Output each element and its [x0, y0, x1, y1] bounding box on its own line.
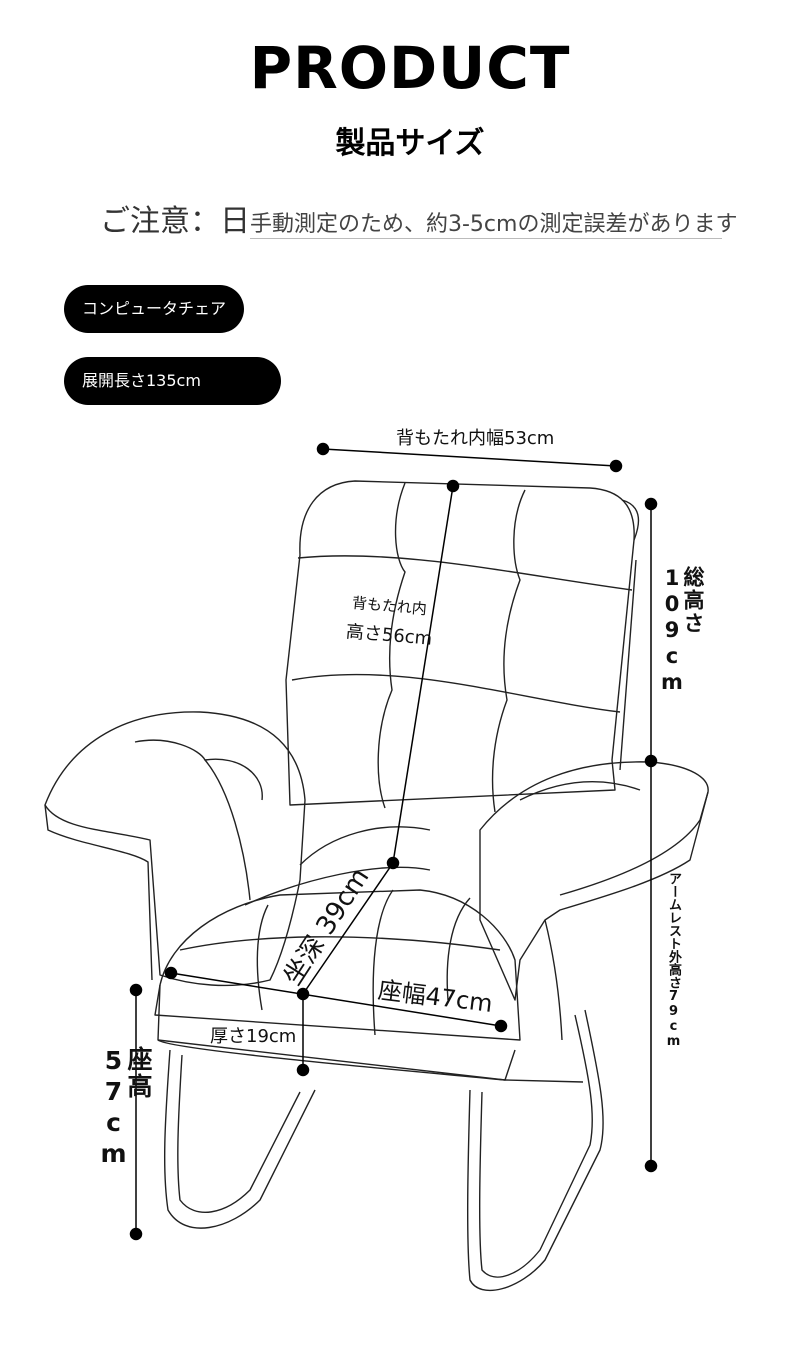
chair-left-armrest — [44, 711, 306, 987]
back-height-dimension-line — [392, 485, 454, 864]
chair-leg-right — [466, 1009, 604, 1292]
thickness-bottom-point — [296, 1063, 310, 1077]
notice-text: 手動測定のため、約3-5cmの測定誤差があります — [250, 212, 738, 237]
page-subtitle: 製品サイズ — [335, 126, 485, 161]
seat-width-right-point — [494, 1019, 508, 1033]
chair-backrest — [285, 480, 635, 806]
notice-prefix: ご注意：日 — [100, 204, 250, 239]
seat-height-top-point — [129, 983, 143, 997]
total-height-bottom-point — [644, 1159, 658, 1173]
chair-seat — [154, 889, 521, 1041]
chair-leg-left — [163, 1049, 316, 1229]
back-width-start-point — [316, 442, 330, 456]
notice-underline — [250, 238, 722, 239]
seat-width-left-point — [164, 966, 178, 980]
seat-height-bottom-point — [129, 1227, 143, 1241]
armrest-height-label: アームレスト外高さ79cm — [666, 872, 681, 1049]
back-width-end-point — [609, 459, 623, 473]
armrest-height-top-point — [644, 754, 658, 768]
page-title: PRODUCT — [249, 34, 571, 102]
unfolded-length-tag: 展開長さ135cm — [64, 357, 281, 405]
product-name-tag: コンピュータチェア — [64, 285, 244, 333]
thickness-label: 厚さ19cm — [210, 1026, 297, 1047]
back-height-top-point — [446, 479, 460, 493]
total-height-top-point — [644, 497, 658, 511]
seat-height-label: 座高57cm — [99, 1046, 153, 1170]
measurement-notice: ご注意：日手動測定のため、約3-5cmの測定誤差があります — [100, 196, 737, 240]
seat-depth-dimension-line — [302, 862, 394, 995]
seat-width-dimension-line — [170, 972, 502, 1027]
total-height-label: 総高さ109cm — [660, 566, 705, 696]
back-width-label: 背もたれ内幅53cm — [396, 428, 555, 449]
back-width-dimension-line — [322, 448, 617, 467]
chair-right-armrest — [479, 761, 709, 1001]
